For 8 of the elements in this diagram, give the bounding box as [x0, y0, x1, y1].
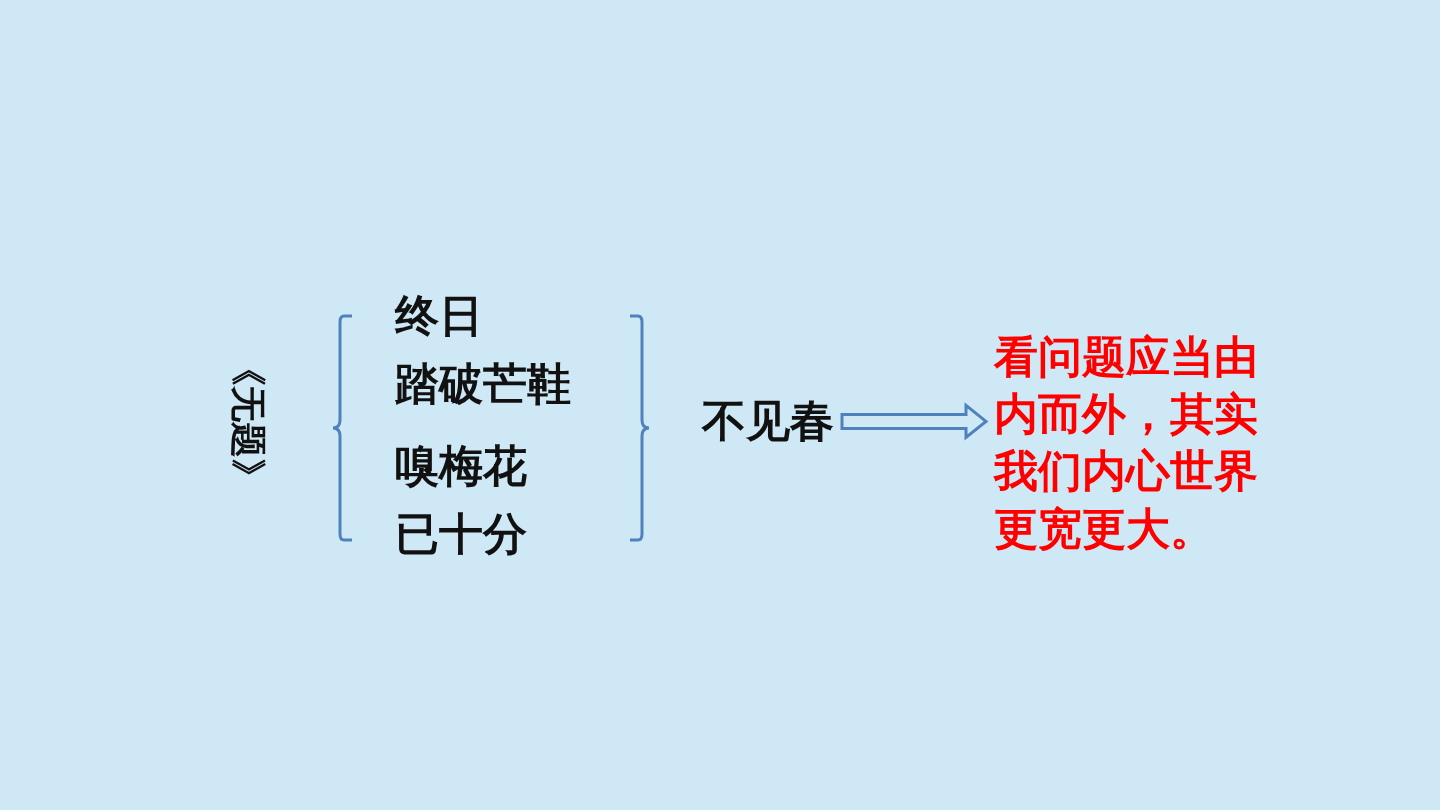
- verse-line: 终日: [395, 290, 483, 343]
- verse-line: 踏破芒鞋: [395, 358, 571, 411]
- verse-line: 已十分: [395, 508, 527, 561]
- conclusion-text: 看问题应当由内而外，其实我们内心世界更宽更大。: [994, 328, 1284, 557]
- verse-line: 不见春: [702, 395, 834, 448]
- verse-line: 嗅梅花: [395, 440, 527, 493]
- arrow: [840, 402, 989, 441]
- poem-title: 《无题》: [226, 350, 270, 494]
